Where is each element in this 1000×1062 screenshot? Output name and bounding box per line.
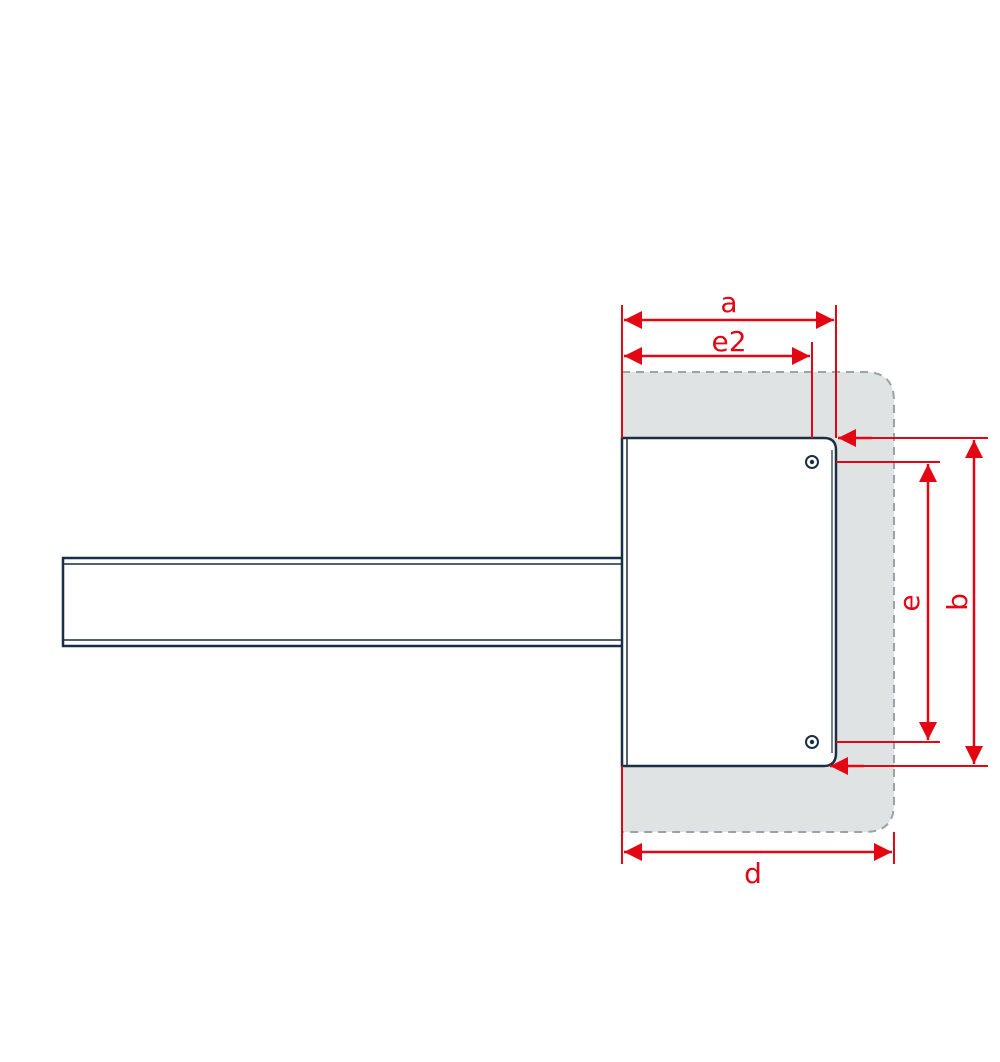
dimension-label-e: e: [893, 594, 926, 611]
dimension-e: e: [893, 464, 937, 740]
dimension-b: b: [941, 440, 983, 764]
dimension-d: d: [624, 843, 892, 890]
plate-edge-arrows: [830, 429, 872, 775]
dimension-label-d: d: [744, 857, 762, 890]
dimension-a: a: [624, 286, 834, 329]
arm: [61, 556, 627, 648]
screw-hole-bottom-icon: [805, 735, 819, 749]
mounting-plate: [620, 436, 838, 768]
dimension-e2: e2: [624, 325, 810, 365]
screw-hole-top-icon: [805, 455, 819, 469]
dimension-label-a: a: [720, 286, 737, 319]
dimension-label-b: b: [941, 593, 974, 611]
dimension-label-e2: e2: [711, 325, 746, 358]
extension-lines: [621, 305, 988, 864]
